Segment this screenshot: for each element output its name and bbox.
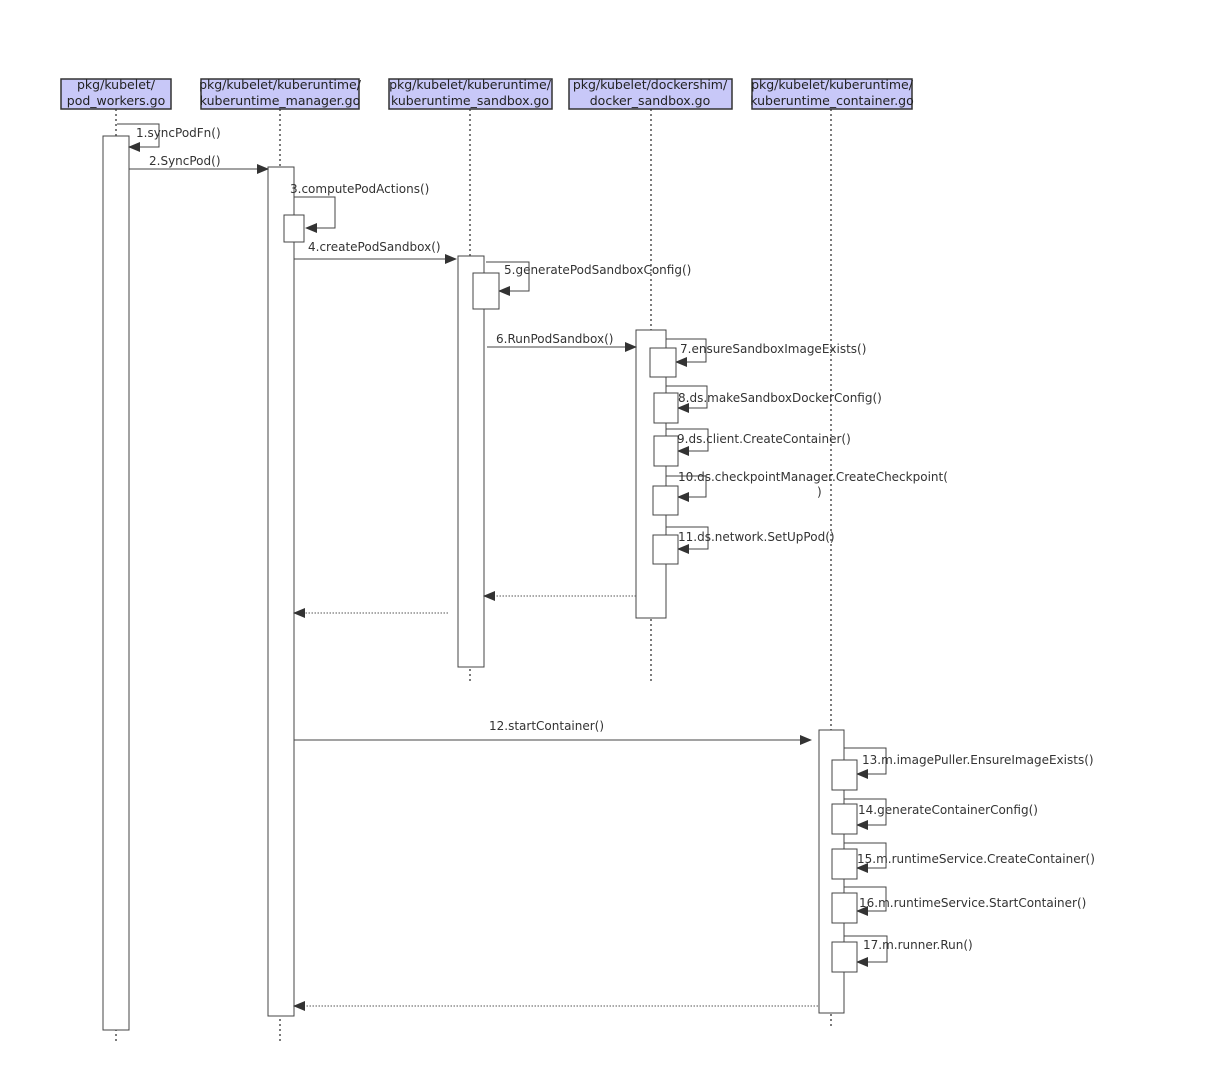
activation-message-5 (472, 272, 500, 310)
message-17-arrow (844, 935, 888, 967)
message-10-label: 10.ds.checkpointManager.CreateCheckpoint… (678, 470, 948, 484)
message-15-label: 15.m.runtimeService.CreateContainer() (857, 852, 1095, 866)
activation-message-16 (831, 892, 858, 924)
message-4-label: 4.createPodSandbox() (308, 240, 441, 254)
message-2-label: 2.SyncPod() (149, 154, 221, 168)
message-17-label: 17.m.runner.Run() (863, 938, 973, 952)
activation-message-14 (831, 803, 858, 835)
message-3-arrow (294, 196, 336, 233)
activation-kuberuntime-manager (267, 166, 295, 1017)
message-3-label: 3.computePodActions() (290, 182, 429, 196)
participant-path: pkg/kubelet/ (77, 77, 156, 92)
message-8-arrow (666, 385, 708, 413)
message-1-arrow (117, 123, 160, 152)
participant-kuberuntime-container: pkg/kubelet/kuberuntime/ kuberuntime_con… (750, 77, 914, 110)
message-14-label: 14.generateContainerConfig() (858, 803, 1038, 817)
activation-message-15 (831, 848, 858, 880)
participant-docker-sandbox: pkg/kubelet/dockershim/ docker_sandbox.g… (568, 77, 733, 110)
message-13-label: 13.m.imagePuller.EnsureImageExists() (862, 753, 1094, 767)
activation-kuberuntime-sandbox (457, 255, 485, 668)
message-8-label: 8.ds.makeSandboxDockerConfig() (678, 391, 882, 405)
activation-pod-workers (102, 135, 130, 1031)
message-10-arrow (666, 475, 707, 502)
activation-message-9 (653, 435, 679, 467)
activation-message-17 (831, 941, 858, 973)
message-9-arrow (666, 428, 709, 456)
participant-file: pod_workers.go (67, 93, 165, 108)
activation-message-10 (652, 485, 679, 516)
message-5-arrow (486, 261, 530, 296)
message-14-arrow (844, 798, 887, 830)
message-7-label: 7.ensureSandboxImageExists() (680, 342, 866, 356)
activation-message-13 (831, 759, 858, 791)
message-12-label: 12.startContainer() (489, 719, 604, 733)
activation-docker-sandbox (635, 329, 667, 619)
participant-path: pkg/kubelet/kuberuntime/ (751, 77, 914, 92)
participant-file: kuberuntime_manager.go (200, 93, 360, 108)
message-7-arrow (666, 338, 707, 367)
activation-message-8 (653, 392, 679, 424)
message-5-label: 5.generatePodSandboxConfig() (504, 263, 691, 277)
message-16-arrow (844, 886, 887, 916)
participant-file: kuberuntime_sandbox.go (391, 93, 549, 108)
message-11-label: 11.ds.network.SetUpPod() (678, 530, 835, 544)
participant-file: kuberuntime_container.go (750, 93, 914, 108)
participant-path: pkg/kubelet/kuberuntime/ (199, 77, 362, 92)
participant-kuberuntime-manager: pkg/kubelet/kuberuntime/ kuberuntime_man… (199, 77, 362, 110)
message-6-label: 6.RunPodSandbox() (496, 332, 613, 346)
participant-kuberuntime-sandbox: pkg/kubelet/kuberuntime/ kuberuntime_san… (388, 77, 553, 110)
participant-pod-workers: pkg/kubelet/ pod_workers.go (60, 77, 172, 110)
activation-message-3 (283, 214, 305, 243)
message-1-label: 1.syncPodFn() (136, 126, 221, 140)
activation-message-7 (649, 347, 677, 378)
message-13-arrow (844, 747, 887, 779)
participant-path: pkg/kubelet/kuberuntime/ (389, 77, 552, 92)
message-9-label: 9.ds.client.CreateContainer() (677, 432, 851, 446)
message-10-label-cont: ) (817, 485, 822, 499)
message-11-arrow (666, 526, 709, 554)
activation-message-11 (652, 534, 679, 565)
message-15-arrow (844, 842, 887, 873)
participant-path: pkg/kubelet/dockershim/ (573, 77, 728, 92)
message-16-label: 16.m.runtimeService.StartContainer() (859, 896, 1086, 910)
participant-file: docker_sandbox.go (590, 93, 711, 108)
